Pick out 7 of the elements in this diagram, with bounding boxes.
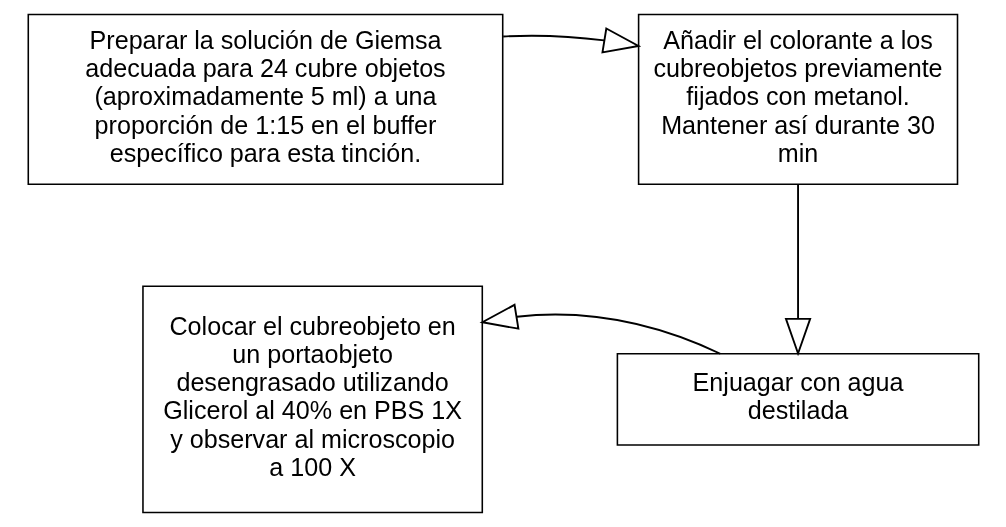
arrow (784, 183, 811, 357)
arrow (501, 27, 641, 54)
node-box: Enjuagar con agua destilada (616, 353, 979, 446)
node-box: Añadir el colorante a los cubreobjetos previamente fijados con metanol. Mantener así durante 30 min (637, 13, 958, 185)
node-box: Preparar la solución de Giemsa adecuada para 24 cubre objetos (aproximadamente 5 ml) a una proporción de 1:15 en el buffer específico para esta tinción. (27, 13, 503, 185)
arrow (479, 303, 721, 355)
node-box: Colocar el cubreobjeto en un portaobjeto desengrasado utilizando Glicerol al 40% en PBS 1X y observar al microscopio a 100 X (141, 285, 483, 514)
